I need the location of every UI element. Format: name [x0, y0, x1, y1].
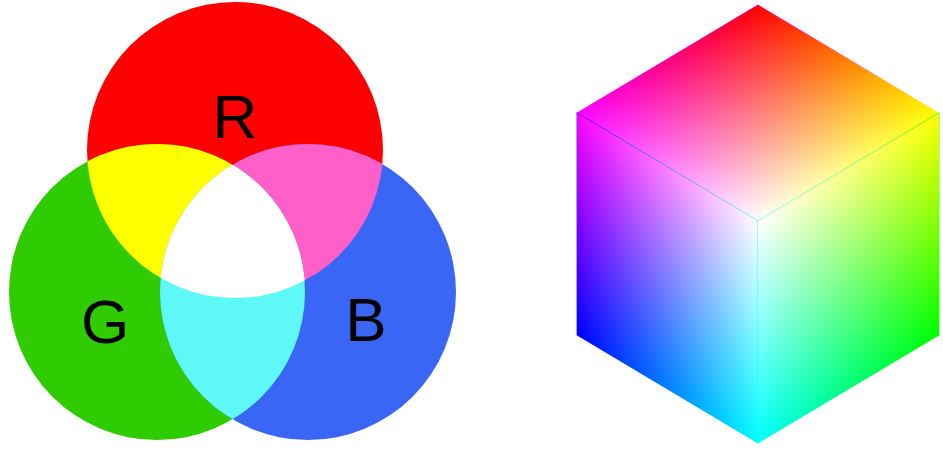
- blue-circle: [160, 144, 456, 440]
- cyan-overlap: [160, 144, 456, 440]
- white-overlap: [160, 144, 456, 440]
- red-circle-node: R: [87, 2, 383, 298]
- cube-right-face: [758, 112, 940, 443]
- cube-left-face: [577, 112, 759, 443]
- rgb-cube: [576, 5, 939, 444]
- blue-circle-node: B: [160, 144, 456, 440]
- channel-letter: R: [213, 86, 258, 148]
- magenta-overlap: [160, 144, 456, 440]
- venn-diagram: [9, 2, 456, 440]
- channel-letter: G: [81, 291, 129, 353]
- channel-letter: B: [345, 289, 386, 351]
- green-circle-node: G: [9, 144, 305, 440]
